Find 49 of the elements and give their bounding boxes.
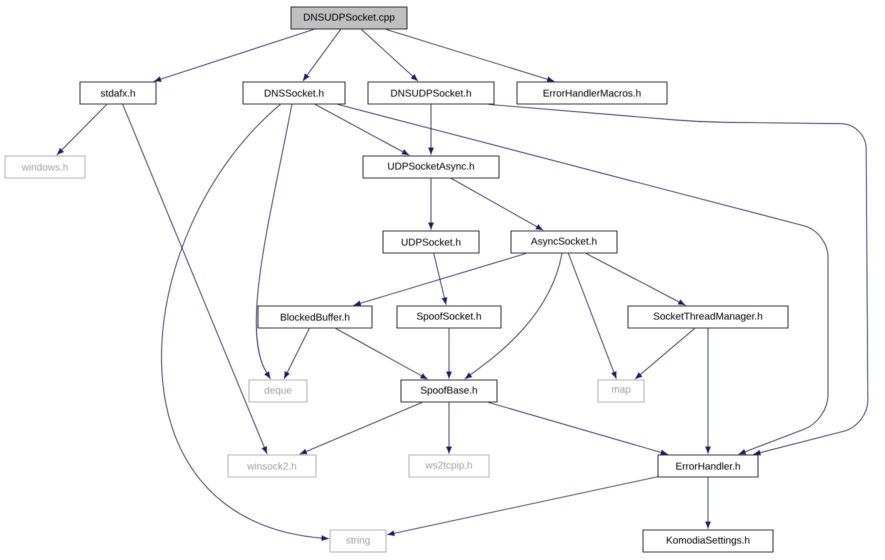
arrow <box>161 104 328 541</box>
arrow <box>488 402 668 456</box>
file-box: map <box>598 380 644 402</box>
file-box: DNSSocket.h <box>242 82 346 104</box>
arrow <box>433 253 448 304</box>
arrow <box>446 328 452 378</box>
file-box: SpoofBase.h <box>400 380 498 402</box>
file-box: stdafx.h <box>80 82 156 104</box>
file-box: windows.h <box>4 156 86 178</box>
arrow <box>57 104 108 155</box>
arrow <box>314 104 409 156</box>
arrow <box>335 328 428 380</box>
arrow <box>465 253 562 379</box>
arrow <box>450 178 543 230</box>
arrow <box>361 29 418 81</box>
arrow <box>488 104 868 456</box>
file-box: ErrorHandler.h <box>658 454 758 478</box>
file-box: SocketThreadManager.h <box>628 306 788 328</box>
file-box: UDPSocket.h <box>382 230 480 254</box>
file-box: string <box>330 530 386 552</box>
file-box: DNSUDPSocket.h <box>368 82 494 104</box>
arrow <box>300 402 422 454</box>
arrow <box>568 253 616 378</box>
file-box: DNSUDPSocket.cpp <box>290 6 408 30</box>
arrow <box>122 104 268 454</box>
arrow <box>256 104 292 379</box>
arrow <box>428 104 434 154</box>
file-box: winsock2.h <box>228 454 316 478</box>
arrow <box>586 253 686 306</box>
arrow <box>428 178 434 230</box>
arrow <box>154 29 314 82</box>
file-box: AsyncSocket.h <box>510 230 618 254</box>
file-box: deque <box>248 380 308 402</box>
arrow <box>337 104 828 454</box>
file-box: KomodiaSettings.h <box>642 530 774 552</box>
file-box: UDPSocketAsync.h <box>362 156 500 178</box>
arrow <box>446 402 452 454</box>
arrow <box>705 328 711 454</box>
arrow <box>388 476 658 536</box>
file-box: ErrorHandlerMacros.h <box>516 82 668 104</box>
arrow <box>386 29 554 82</box>
arrow <box>302 29 342 81</box>
file-box: SpoofSocket.h <box>396 306 502 328</box>
arrow <box>284 328 310 379</box>
arrow <box>354 253 527 306</box>
file-box: BlockedBuffer.h <box>258 306 372 328</box>
arrow <box>635 328 696 379</box>
file-box: ws2tcpip.h <box>408 454 490 478</box>
arrow <box>705 477 711 528</box>
